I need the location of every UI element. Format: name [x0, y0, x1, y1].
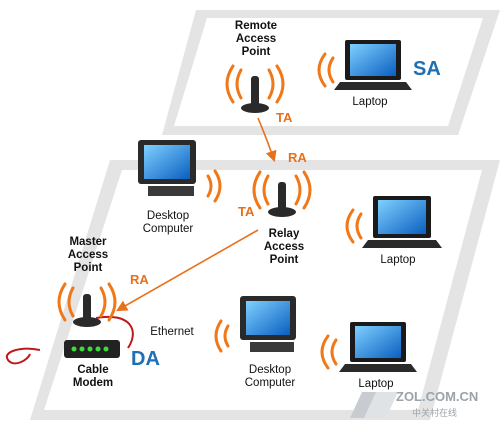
laptop-bottom	[320, 322, 417, 372]
desktop-computer-left	[138, 140, 222, 203]
ethernet-label: Ethernet	[150, 326, 194, 338]
tag-ta-top: TA	[276, 110, 293, 125]
laptop-sa-label: Laptop	[352, 96, 388, 108]
watermark-chinese: 中关村在线	[412, 408, 458, 418]
cable-modem-label: Cable Modem	[72, 364, 114, 389]
relay-access-point	[252, 170, 312, 217]
remote-access-point	[225, 64, 285, 113]
desktop-bottom-label: Desktop Computer	[244, 364, 296, 389]
zone-sa: SA	[413, 58, 441, 80]
zone-da: DA	[131, 348, 160, 370]
desktop-computer-bottom	[214, 296, 296, 353]
ethernet-cable	[5, 315, 134, 365]
ta-arrow-top	[257, 117, 277, 163]
laptop-sa	[317, 40, 412, 90]
master-access-point-label: Master Access Point	[67, 236, 109, 274]
watermark-brand: ZOL.COM.CN	[396, 389, 479, 404]
laptop-mid-label: Laptop	[380, 254, 416, 266]
laptop-bottom-label: Laptop	[358, 378, 394, 390]
relay-access-point-label: Relay Access Point	[263, 228, 305, 266]
remote-access-point-label: Remote Access Point	[234, 20, 278, 58]
ta-arrow-mid	[116, 229, 259, 312]
tag-ra-top: RA	[288, 150, 307, 165]
laptop-mid	[345, 196, 442, 248]
cable-modem	[64, 340, 120, 358]
master-access-point	[57, 282, 117, 327]
tag-ta-mid: TA	[238, 204, 255, 219]
tag-ra-bottom: RA	[130, 272, 149, 287]
desktop-left-label: Desktop Computer	[142, 210, 194, 235]
zol-logo	[350, 392, 398, 418]
